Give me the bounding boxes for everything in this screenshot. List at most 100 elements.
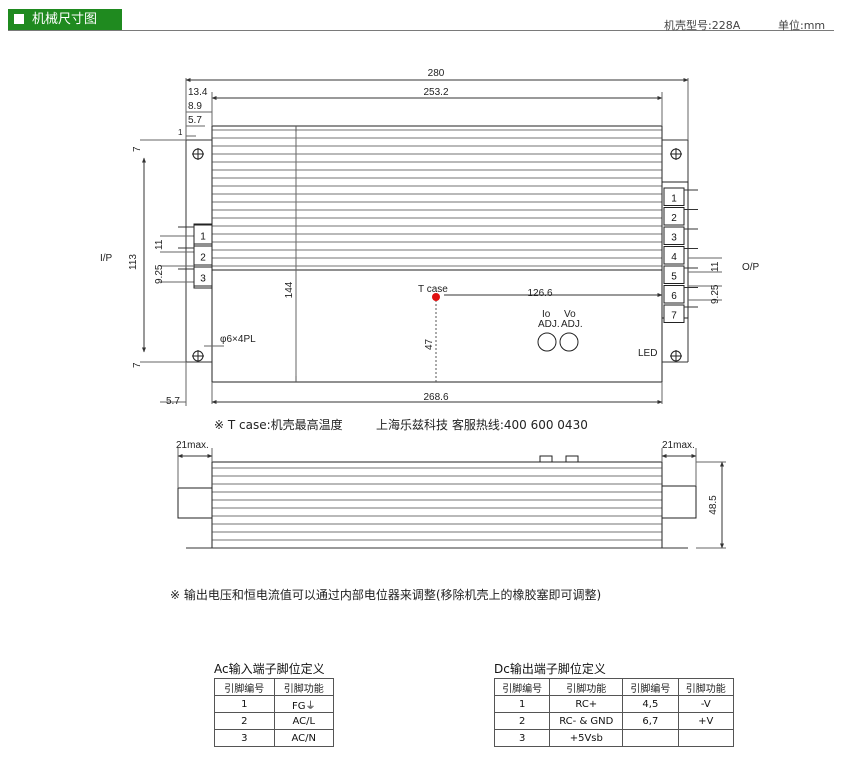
dim-144: 144 — [284, 281, 295, 298]
dim-7-bottom: 7 — [132, 362, 143, 368]
dc-table-title: Dc输出端子脚位定义 — [494, 662, 606, 676]
dim-9-25-right: 9.25 — [710, 284, 721, 304]
dim-253-2: 253.2 — [423, 87, 448, 98]
dim-21max-right: 21max. — [662, 440, 695, 451]
output-pin-box — [663, 285, 685, 304]
header-divider — [8, 30, 834, 31]
dim-126-6: 126.6 — [527, 288, 552, 299]
table-cell: 3 — [214, 729, 275, 747]
op-label: O/P — [742, 262, 760, 273]
table-cell: 2 — [214, 712, 275, 730]
input-pin-number: 3 — [200, 273, 206, 284]
output-pin-box — [663, 207, 685, 226]
output-pin-box — [663, 246, 685, 265]
output-pin-number: 4 — [671, 252, 677, 263]
output-pin-box — [663, 304, 685, 323]
output-pin-number: 5 — [671, 271, 677, 282]
table-cell: -V — [677, 695, 735, 713]
dim-11-right: 11 — [710, 261, 721, 272]
ac-header-pin: 引脚编号 — [214, 678, 275, 696]
input-pin-box — [193, 266, 213, 287]
ac-header-func: 引脚功能 — [273, 678, 334, 696]
dim-280: 280 — [428, 68, 445, 79]
table-cell: 1 — [493, 695, 551, 713]
hole-label: φ6×4PL — [220, 334, 256, 345]
dim-113: 113 — [128, 254, 139, 270]
tcase-note: ※ T case:机壳最高温度 — [214, 418, 343, 432]
case-outline-side — [211, 461, 663, 549]
input-pin-box — [193, 224, 213, 245]
dc-header-func-1: 引脚功能 — [549, 678, 624, 696]
dim-268-6: 268.6 — [423, 392, 448, 403]
adjust-note: ※ 输出电压和恒电流值可以通过内部电位器来调整(移除机壳上的橡胶塞即可调整) — [170, 588, 602, 602]
side-input-connector — [177, 487, 213, 519]
input-pin-box — [193, 245, 213, 266]
dim-7-top: 7 — [132, 146, 143, 152]
tcase-label: T case — [418, 284, 448, 295]
table-cell: AC/L — [273, 712, 334, 730]
section-title: 机械尺寸图 — [32, 12, 98, 27]
input-pin-number: 2 — [200, 252, 206, 263]
dc-header-pin-2: 引脚编号 — [622, 678, 679, 696]
output-pin-number: 1 — [671, 193, 677, 204]
table-cell: 6,7 — [622, 712, 679, 730]
dim-5-7-top: 5.7 — [188, 115, 202, 126]
dim-13-4: 13.4 — [188, 87, 208, 98]
table-cell: 2 — [493, 712, 551, 730]
tcase-dot — [432, 293, 440, 301]
io-adj-potentiometer — [537, 332, 557, 352]
unit-label: 单位:mm — [778, 19, 826, 32]
table-cell: FG⏚ — [273, 695, 334, 713]
dim-11-left: 11 — [154, 239, 165, 250]
model-label: 机壳型号:228A — [664, 19, 741, 32]
dim-47: 47 — [424, 338, 435, 350]
table-cell: 3 — [493, 729, 551, 747]
ip-label: I/P — [100, 253, 113, 264]
side-output-connector — [661, 485, 697, 519]
dim-8-9: 8.9 — [188, 101, 202, 112]
output-pin-number: 6 — [671, 291, 677, 302]
table-cell: 4,5 — [622, 695, 679, 713]
hotline-note: 上海乐兹科技 客服热线:400 600 0430 — [376, 418, 588, 432]
input-pin-number: 1 — [200, 231, 206, 242]
table-row: 3+5Vsb — [493, 729, 735, 747]
dc-header-pin-1: 引脚编号 — [493, 678, 551, 696]
dim-21max-left: 21max. — [176, 440, 209, 451]
dim-48-5: 48.5 — [708, 495, 719, 515]
mounting-holes — [192, 148, 682, 362]
output-pin-box — [663, 226, 685, 245]
dim-1: 1 — [178, 128, 183, 137]
ac-table-title: Ac输入端子脚位定义 — [214, 662, 325, 676]
output-pin-box — [663, 265, 685, 284]
table-cell: +V — [677, 712, 735, 730]
io-adj-label-2: ADJ. — [538, 319, 560, 330]
vo-adj-potentiometer — [559, 332, 579, 352]
vo-adj-label-2: ADJ. — [561, 319, 583, 330]
section-header: 机械尺寸图 — [8, 9, 122, 30]
dim-5-7-bottom: 5.7 — [166, 396, 180, 407]
table-cell: AC/N — [273, 729, 334, 747]
output-pin-box — [663, 187, 685, 206]
output-pin-number: 7 — [671, 310, 677, 321]
led-label: LED — [638, 348, 657, 359]
case-lower-panel — [211, 269, 663, 383]
io-adj-label-1: Io — [542, 309, 551, 320]
output-pin-number: 3 — [671, 232, 677, 243]
table-cell: +5Vsb — [549, 729, 624, 747]
table-cell: RC+ — [549, 695, 624, 713]
table-cell: 1 — [214, 695, 275, 713]
vo-adj-label-1: Vo — [564, 309, 576, 320]
output-pin-number: 2 — [671, 213, 677, 224]
dim-9-25-left: 9.25 — [154, 264, 165, 284]
square-icon — [14, 14, 24, 24]
table-cell — [677, 729, 735, 747]
dc-header-func-2: 引脚功能 — [677, 678, 735, 696]
